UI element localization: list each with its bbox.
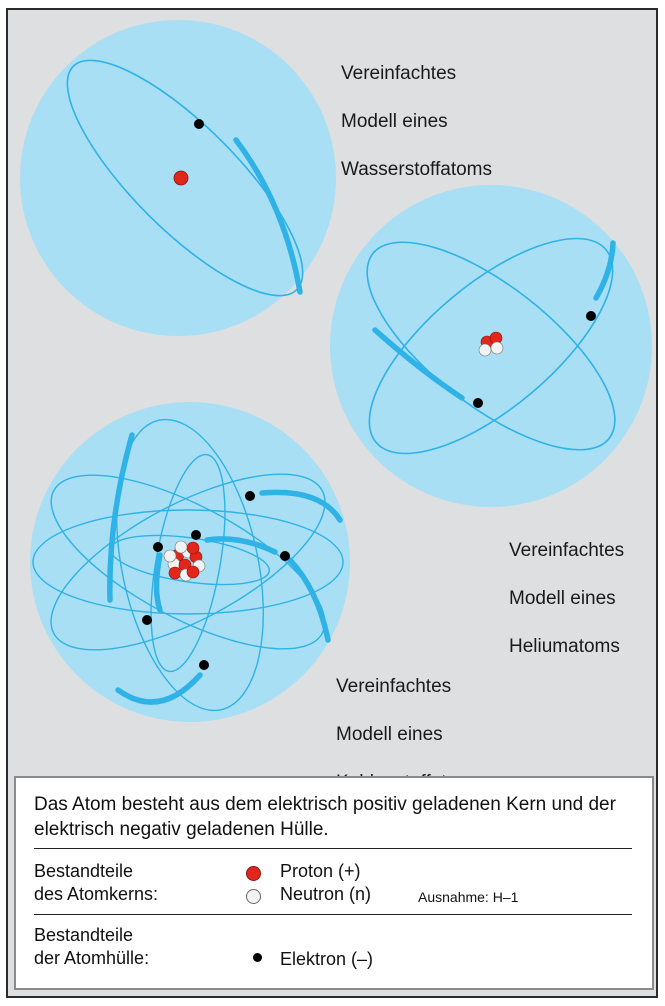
electron-label: Elektron (–): [280, 949, 374, 969]
carbon-neutron: [174, 540, 188, 554]
carbon-orbit-thick-segment: [153, 552, 163, 613]
carbon-electron: [199, 660, 209, 670]
helium-neutron: [478, 343, 492, 357]
carbon-orbit-thick-segment: [259, 489, 343, 523]
atom-summary-text: Das Atom besteht aus dem elektrisch posi…: [34, 794, 616, 840]
carbon-electron: [153, 542, 163, 552]
neutron-exception-note: Ausnahme: H–1: [418, 889, 519, 905]
hydrogen-atom-model: [20, 20, 336, 336]
helium-neutron: [490, 341, 504, 355]
neutron-label: Neutron (n): [280, 884, 372, 904]
nucleus-title-line: Bestandteile: [34, 861, 134, 881]
hydrogen-label-line: Wasserstoffatoms: [341, 159, 492, 180]
helium-orbit-thick-segment-b: [372, 327, 465, 401]
legend-divider: [34, 914, 632, 915]
shell-components-title: Bestandteile der Atomhülle:: [34, 924, 149, 970]
carbon-label-line: Modell eines: [336, 724, 443, 745]
helium-electron: [473, 398, 483, 408]
nucleus-title-line: des Atomkerns:: [34, 884, 159, 904]
carbon-orbit-4: [116, 418, 264, 712]
carbon-orbit-thick-segment: [204, 536, 278, 555]
proton-swatch: [246, 866, 261, 881]
carbon-atom-model: [30, 402, 350, 722]
carbon-orbit-5: [150, 453, 226, 673]
carbon-orbit-thick-segment: [107, 432, 135, 603]
carbon-orbit-1: [32, 509, 344, 615]
helium-label-line: Vereinfachtes: [509, 540, 625, 561]
carbon-orbit-3: [50, 473, 326, 651]
hydrogen-orbit: [66, 59, 304, 297]
hydrogen-label-line: Modell eines: [341, 111, 448, 132]
carbon-proton: [186, 541, 200, 555]
hydrogen-label-line: Vereinfachtes: [341, 63, 457, 84]
carbon-label-line: Vereinfachtes: [336, 676, 452, 697]
carbon-neutron: [163, 549, 177, 563]
legend-divider: [34, 848, 632, 849]
legend-box: Das Atom besteht aus dem elektrisch posi…: [14, 776, 654, 990]
carbon-electron: [142, 615, 152, 625]
helium-label-line: Heliumatoms: [509, 636, 620, 657]
hydrogen-proton: [173, 170, 189, 186]
carbon-electron: [191, 530, 201, 540]
helium-atom-model: [330, 185, 652, 507]
helium-orbit-thick-segment-a: [593, 240, 616, 301]
proton-label: Proton (+): [280, 861, 361, 881]
neutron-swatch: [246, 889, 261, 904]
hydrogen-label: Vereinfachtes Modell eines Wasserstoffat…: [341, 38, 492, 206]
carbon-electron: [280, 551, 290, 561]
helium-electron: [586, 311, 596, 321]
nucleus-components-title: Bestandteile des Atomkerns:: [34, 860, 158, 906]
shell-title-line: der Atomhülle:: [34, 948, 150, 968]
hydrogen-orbit-thick-segment: [233, 137, 303, 295]
helium-label: Vereinfachtes Modell eines Heliumatoms: [509, 515, 624, 683]
helium-label-line: Modell eines: [509, 588, 616, 609]
carbon-orbit-thick-segment: [115, 672, 203, 705]
carbon-proton: [186, 565, 200, 579]
helium-orbit-a: [368, 237, 614, 455]
carbon-electron: [245, 491, 255, 501]
carbon-orbit-thick-segment: [287, 557, 331, 643]
hydrogen-electron: [194, 119, 204, 129]
carbon-proton: [168, 566, 182, 580]
shell-title-line: Bestandteile: [34, 925, 134, 945]
electron-swatch: [253, 953, 262, 962]
